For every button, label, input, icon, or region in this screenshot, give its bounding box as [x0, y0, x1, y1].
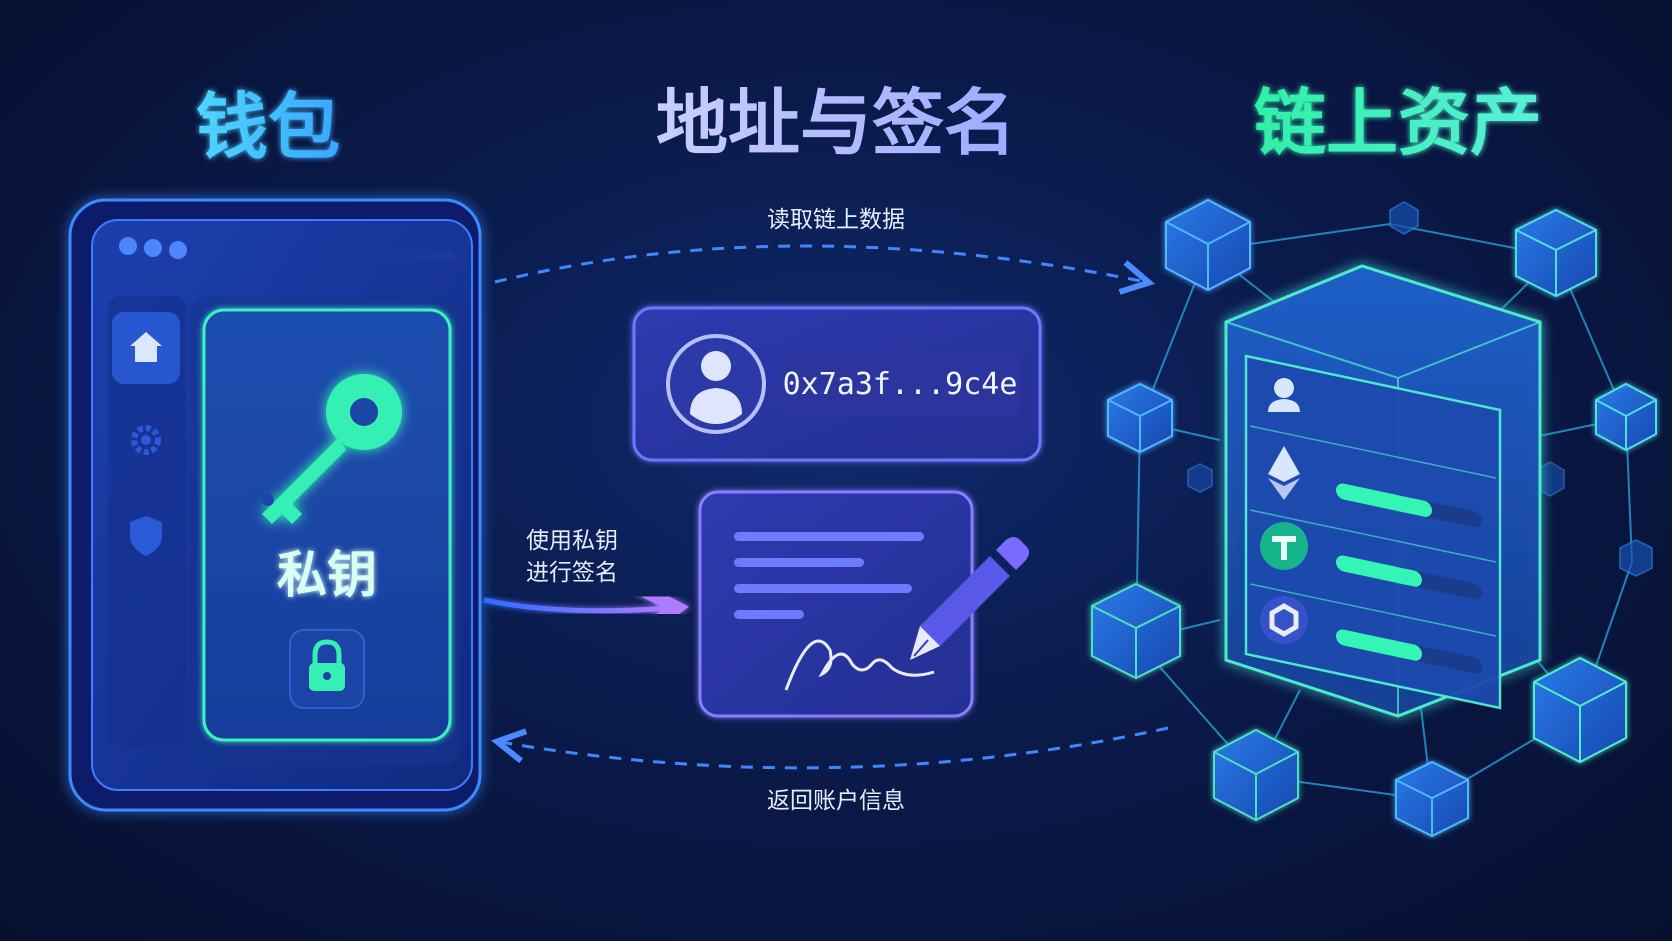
asset-row[interactable] [1249, 446, 1497, 563]
block-cube [1091, 582, 1181, 680]
small-cube [1389, 201, 1419, 235]
asset-row[interactable] [1249, 378, 1497, 479]
tether-icon [1260, 522, 1308, 570]
ethereum-icon [1268, 446, 1300, 500]
sign-with-key-label-line1: 使用私钥 [526, 528, 618, 554]
block-cube [1395, 760, 1469, 838]
fountain-pen-icon [910, 537, 1029, 660]
private-key-label: 私钥 [277, 546, 377, 604]
lock-icon [309, 639, 345, 691]
doc-line [734, 584, 912, 593]
lock-button[interactable] [289, 629, 365, 709]
block-cube [1165, 198, 1251, 292]
window-bar [335, 250, 455, 262]
signature-scribble [784, 639, 935, 691]
doc-line [734, 532, 924, 541]
small-cube [1187, 463, 1213, 493]
shield-icon [130, 516, 162, 556]
key-icon [262, 374, 402, 524]
wallet-title: 钱包 [196, 85, 340, 169]
address-value: 0x7a3f...9c4e [783, 367, 1018, 402]
doc-line [734, 558, 864, 567]
read-chain-data-label: 读取链上数据 [767, 207, 905, 233]
asset-balance-fill [1336, 629, 1422, 661]
block-cube [1515, 208, 1597, 298]
window-dot [169, 241, 187, 259]
address-card: 0x7a3f...9c4e [632, 306, 1042, 462]
signed-document [698, 490, 1029, 718]
asset-row[interactable] [1260, 596, 1482, 675]
asset-list-panel [1244, 354, 1502, 710]
home-icon [130, 332, 162, 362]
return-account-info-arrow [500, 726, 1169, 770]
block-cube [1533, 656, 1627, 764]
asset-row[interactable] [1249, 522, 1497, 637]
sidebar-item-settings[interactable] [131, 425, 161, 455]
sidebar-item-home[interactable] [112, 312, 180, 384]
address-field[interactable] [782, 350, 1020, 416]
address-signature-title: 地址与签名 [656, 81, 1016, 165]
sign-with-key-arrow [483, 600, 672, 611]
gear-icon [131, 425, 161, 455]
chainlink-icon [1260, 596, 1308, 644]
small-cube [1619, 539, 1653, 577]
user-avatar-icon [666, 334, 766, 434]
doc-line [734, 610, 804, 619]
block-cube [1213, 728, 1299, 822]
block-cube [1107, 382, 1173, 454]
onchain-assets-title: 链上资产 [1254, 81, 1542, 165]
asset-balance-fill [1336, 483, 1432, 517]
sign-with-key-label-line2: 进行签名 [526, 560, 618, 586]
wallet-device: 私钥 [68, 198, 482, 812]
return-account-info-label: 返回账户信息 [767, 788, 905, 814]
block-cube [1595, 382, 1657, 452]
user-icon [1268, 378, 1300, 412]
window-dot [144, 239, 162, 257]
sidebar-item-security[interactable] [130, 516, 162, 556]
read-chain-data-arrow [494, 244, 1146, 282]
window-dot [119, 237, 137, 255]
asset-balance-fill [1336, 555, 1422, 587]
